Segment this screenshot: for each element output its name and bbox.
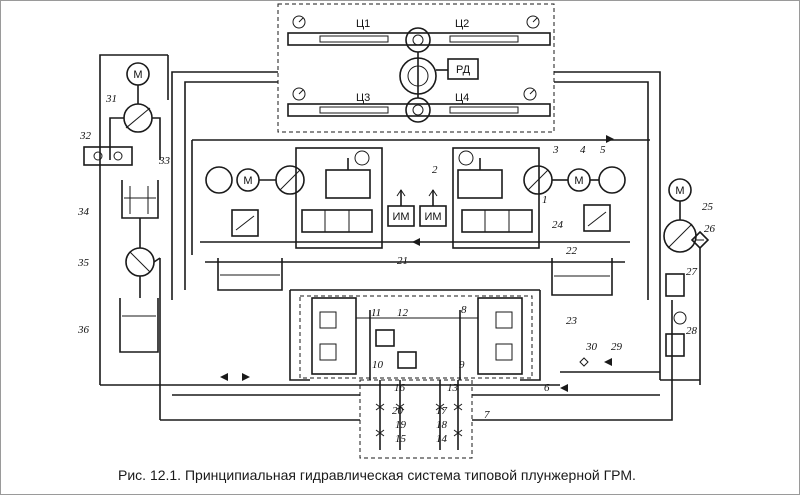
lower-gear [405, 97, 431, 123]
label-c2: Ц2 [455, 18, 469, 30]
tank-36 [119, 298, 159, 353]
callout-label-21: 21 [397, 255, 408, 267]
callout-label-19: 19 [395, 419, 407, 431]
valve-10b [397, 351, 417, 369]
filter-32 [83, 146, 133, 166]
gauge-icon [526, 15, 540, 29]
label-c4: Ц4 [455, 92, 469, 104]
callout-label-11: 11 [371, 307, 381, 319]
press-frame [277, 3, 555, 133]
lower-crossbar [287, 103, 551, 117]
callout-label-34: 34 [77, 206, 90, 218]
valve-24 [583, 204, 611, 232]
callout-label-35: 35 [77, 257, 90, 269]
callout-label-18: 18 [436, 419, 448, 431]
valve-block-left [311, 297, 357, 375]
svg-text:М: М [675, 185, 684, 197]
label-c3: Ц3 [356, 92, 370, 104]
callout-label-28: 28 [686, 325, 698, 337]
callout-label-33: 33 [158, 155, 171, 167]
pump-left [205, 166, 233, 194]
label-c1: Ц1 [356, 18, 370, 30]
callout-label-27: 27 [686, 266, 698, 278]
check-valve-30 [579, 357, 589, 367]
callout-label-31: 31 [105, 93, 117, 105]
callout-label-16: 16 [394, 382, 406, 394]
callout-label-5: 5 [600, 144, 606, 156]
callout-label-7: 7 [484, 409, 490, 421]
valve-block-right [477, 297, 523, 375]
upper-gear [405, 27, 431, 53]
callout-label-17: 17 [436, 405, 448, 417]
callout-label-9: 9 [459, 359, 465, 371]
callout-label-6: 6 [544, 382, 550, 394]
distributor-right [452, 147, 540, 249]
cylinder-c2 [449, 35, 519, 43]
gauge-icon [523, 87, 537, 101]
callout-label-22: 22 [566, 245, 578, 257]
tank-left [217, 258, 283, 291]
tank-34 [121, 180, 159, 219]
callout-label-15: 15 [395, 433, 407, 445]
valve-29 [604, 358, 612, 366]
callout-label-4: 4 [580, 144, 586, 156]
svg-text:М: М [243, 175, 252, 187]
callout-label-3: 3 [552, 144, 559, 156]
valve-28 [665, 333, 685, 357]
distributor-left [295, 147, 383, 249]
callout-label-12: 12 [397, 307, 409, 319]
pump-5 [598, 166, 626, 194]
gauge-icon [292, 87, 306, 101]
callout-label-36: 36 [77, 324, 90, 336]
gauge-icon [354, 150, 370, 166]
callout-label-13: 13 [447, 382, 459, 394]
svg-text:ИМ: ИМ [392, 211, 409, 223]
callout-label-14: 14 [436, 433, 448, 445]
svg-text:М: М [574, 175, 583, 187]
gauge-icon [292, 15, 306, 29]
svg-text:ИМ: ИМ [424, 211, 441, 223]
callout-label-1: 1 [542, 194, 548, 206]
callout-label-2: 2 [432, 164, 438, 176]
figure-caption: Рис. 12.1. Принципиальная гидравлическая… [118, 467, 636, 483]
rd-label: РД [456, 64, 471, 76]
callout-label-24: 24 [552, 219, 564, 231]
callout-label-20: 20 [392, 405, 404, 417]
svg-text:М: М [133, 69, 142, 81]
valve-box-7 [359, 379, 473, 459]
callout-label-30: 30 [585, 341, 598, 353]
callout-label-29: 29 [611, 341, 623, 353]
gauge-icon [673, 311, 687, 325]
tank-23 [551, 258, 613, 296]
gauge-icon [458, 150, 474, 166]
valve-block-frame [299, 295, 533, 379]
valve-12 [375, 329, 395, 347]
rd-box [447, 58, 479, 80]
cylinder-c3 [319, 106, 389, 114]
callout-label-10: 10 [372, 359, 384, 371]
cylinder-c1 [319, 35, 389, 43]
callout-label-8: 8 [461, 304, 467, 316]
callout-label-25: 25 [702, 201, 714, 213]
callout-label-32: 32 [79, 130, 92, 142]
valve-27 [665, 273, 685, 297]
callout-label-23: 23 [566, 315, 578, 327]
valve-left [231, 209, 259, 237]
cylinder-c4 [449, 106, 519, 114]
callout-label-26: 26 [704, 223, 716, 235]
